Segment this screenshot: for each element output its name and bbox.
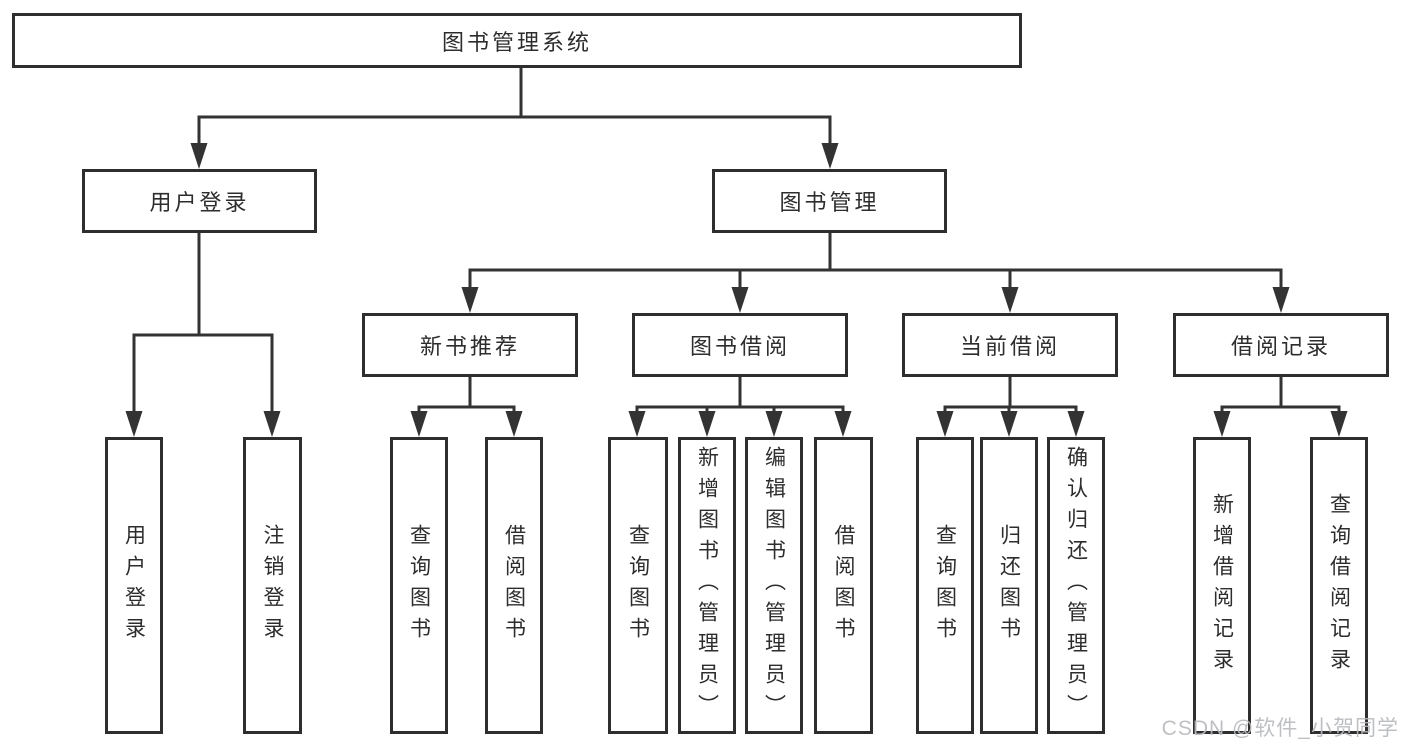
node-label-leaf-cb-return: 归还图书 [997, 523, 1021, 648]
arrow-down-icon [505, 411, 523, 437]
arrow-down-icon [936, 411, 954, 437]
node-book-borrow: 图书借阅 [632, 313, 848, 377]
node-label-leaf-nbr-borrow: 借阅图书 [502, 523, 526, 648]
arrow-down-icon [1330, 411, 1348, 437]
arrow-down-icon [834, 411, 852, 437]
node-leaf-logout: 注销登录 [243, 437, 302, 734]
arrow-down-icon [1213, 411, 1231, 437]
node-leaf-bb-add: 新增图书（管理员） [678, 437, 736, 734]
node-label-leaf-br-add: 新增借阅记录 [1210, 492, 1234, 679]
arrow-down-icon [1067, 411, 1085, 437]
node-label-leaf-nbr-query: 查询图书 [407, 523, 431, 648]
arrow-down-icon [765, 411, 783, 437]
node-leaf-bb-query: 查询图书 [608, 437, 668, 734]
node-leaf-br-add: 新增借阅记录 [1193, 437, 1251, 734]
node-label-book-mgmt: 图书管理 [779, 190, 880, 215]
node-label-borrow-record: 借阅记录 [1230, 334, 1331, 359]
node-user-login: 用户登录 [82, 169, 317, 233]
arrow-down-icon [1000, 411, 1018, 437]
arrow-down-icon [125, 411, 143, 437]
node-leaf-nbr-borrow: 借阅图书 [485, 437, 543, 734]
arrow-down-icon [698, 411, 716, 437]
node-label-root: 图书管理系统 [441, 29, 592, 55]
arrow-down-icon [1272, 287, 1290, 313]
node-label-leaf-logout: 注销登录 [261, 523, 284, 648]
node-label-new-book-rec: 新书推荐 [419, 334, 520, 359]
node-label-leaf-bb-edit: 编辑图书（管理员） [762, 446, 786, 725]
node-book-mgmt: 图书管理 [712, 169, 947, 233]
arrow-down-icon [461, 287, 479, 313]
node-current-borrow: 当前借阅 [902, 313, 1118, 377]
node-label-leaf-br-query: 查询借阅记录 [1327, 492, 1351, 679]
node-new-book-rec: 新书推荐 [362, 313, 578, 377]
node-leaf-cb-query: 查询图书 [916, 437, 974, 734]
arrow-down-icon [1001, 287, 1019, 313]
node-label-user-login: 用户登录 [149, 190, 250, 215]
node-leaf-br-query: 查询借阅记录 [1310, 437, 1368, 734]
node-label-leaf-bb-add: 新增图书（管理员） [695, 446, 719, 725]
node-leaf-cb-confirm: 确认归还（管理员） [1047, 437, 1105, 734]
arrow-down-icon [263, 411, 281, 437]
node-leaf-cb-return: 归还图书 [980, 437, 1038, 734]
node-label-book-borrow: 图书借阅 [689, 334, 790, 359]
node-leaf-nbr-query: 查询图书 [390, 437, 448, 734]
arrow-down-icon [821, 143, 839, 169]
node-label-leaf-cb-query: 查询图书 [933, 523, 957, 648]
node-label-leaf-login: 用户登录 [122, 523, 146, 648]
arrow-down-icon [628, 411, 646, 437]
node-root: 图书管理系统 [12, 13, 1022, 68]
arrow-down-icon [731, 287, 749, 313]
node-leaf-bb-borrow: 借阅图书 [814, 437, 873, 734]
node-leaf-bb-edit: 编辑图书（管理员） [745, 437, 803, 734]
watermark: CSDN @软件_小贺同学 [1161, 717, 1399, 740]
node-label-leaf-cb-confirm: 确认归还（管理员） [1064, 446, 1088, 725]
node-borrow-record: 借阅记录 [1173, 313, 1389, 377]
node-leaf-login: 用户登录 [105, 437, 163, 734]
arrow-down-icon [190, 143, 208, 169]
node-label-current-borrow: 当前借阅 [959, 334, 1060, 359]
node-label-leaf-bb-query: 查询图书 [626, 523, 650, 648]
arrow-down-icon [410, 411, 428, 437]
node-label-leaf-bb-borrow: 借阅图书 [832, 523, 855, 648]
